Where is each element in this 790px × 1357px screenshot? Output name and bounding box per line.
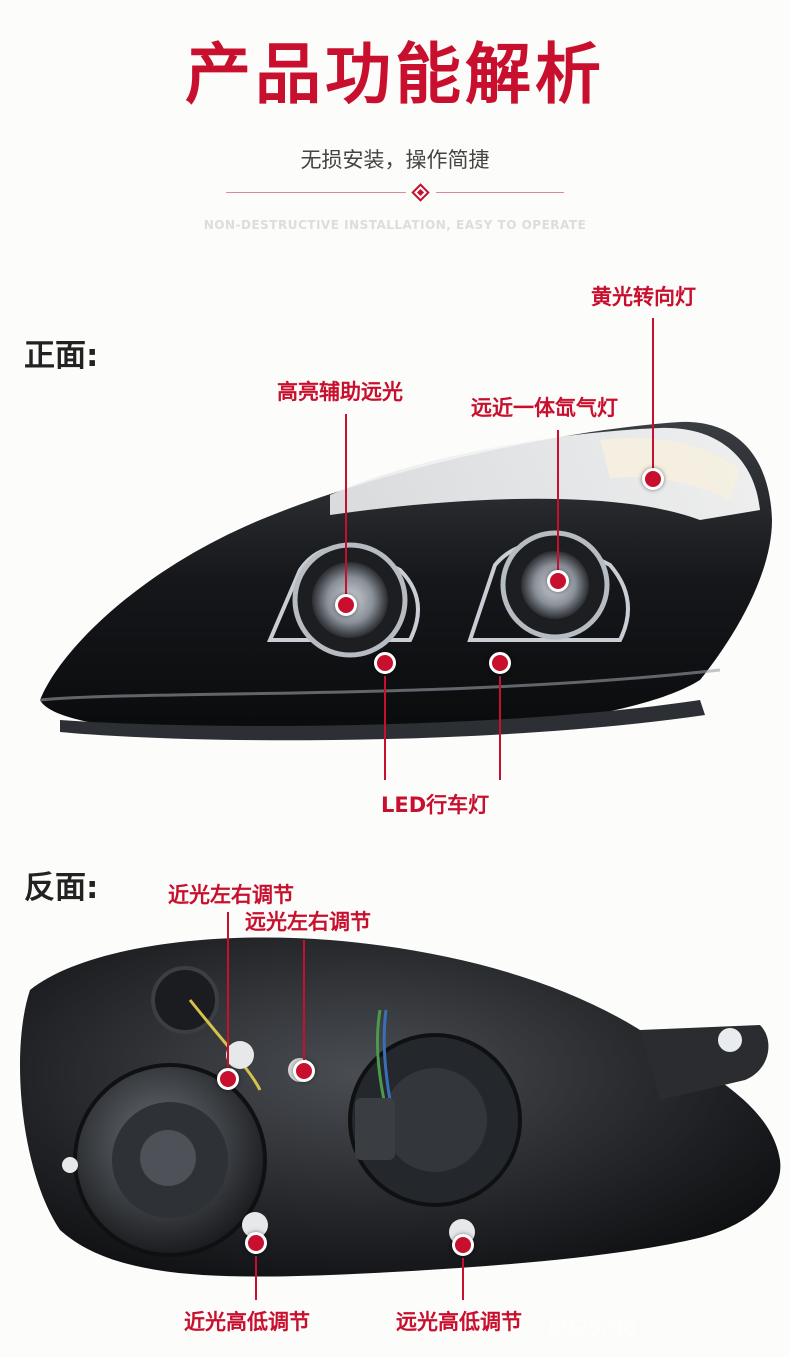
marker-high-height-adjust: [452, 1234, 474, 1256]
marker-turn-signal: [642, 468, 664, 490]
label-turn-signal: 黄光转向灯: [591, 285, 696, 309]
label-bi-xenon: 远近一体氙气灯: [471, 396, 618, 420]
front-headlight-image: [39, 421, 772, 741]
english-subtitle: NON-DESTRUCTIVE INSTALLATION, EASY TO OP…: [203, 218, 587, 232]
leader-line-high-beam-aux: [345, 414, 347, 594]
label-led-drl: LED行车灯: [381, 793, 490, 817]
marker-led-drl-left: [374, 652, 396, 674]
marker-high-beam-aux: [335, 594, 357, 616]
leader-line-high-height-adjust: [462, 1258, 464, 1300]
leader-line-low-height-adjust: [255, 1256, 257, 1300]
page-title: 产品功能解析: [185, 36, 605, 113]
marker-low-height-adjust: [245, 1232, 267, 1254]
front-section-label: 正面:: [24, 338, 99, 374]
leader-line-led-drl-right: [499, 676, 501, 780]
marker-high-lr-adjust: [293, 1060, 315, 1082]
leader-line-high-lr-adjust: [303, 940, 305, 1066]
leader-line-led-drl-left: [384, 676, 386, 780]
label-high-beam-aux: 高亮辅助远光: [277, 380, 403, 404]
label-high-lr-adjust: 远光左右调节: [245, 910, 371, 934]
marker-bi-xenon: [547, 570, 569, 592]
leader-line-low-lr-adjust: [227, 912, 229, 1070]
divider-left: [226, 192, 406, 193]
label-low-height-adjust: 近光高低调节: [184, 1310, 310, 1334]
marker-low-lr-adjust: [217, 1068, 239, 1090]
divider-right: [436, 192, 564, 193]
marker-led-drl-right: [489, 652, 511, 674]
leader-line-bi-xenon: [557, 430, 559, 572]
watermark-text: 8925r80: [548, 1316, 637, 1340]
leader-line-turn-signal: [652, 318, 654, 478]
page-subtitle: 无损安装，操作简捷: [300, 148, 490, 172]
diamond-ornament-icon: [411, 183, 430, 202]
label-high-height-adjust: 远光高低调节: [396, 1310, 522, 1334]
back-section-label: 反面:: [24, 870, 99, 906]
back-headlight-image: [20, 937, 781, 1277]
label-low-lr-adjust: 近光左右调节: [168, 883, 294, 907]
